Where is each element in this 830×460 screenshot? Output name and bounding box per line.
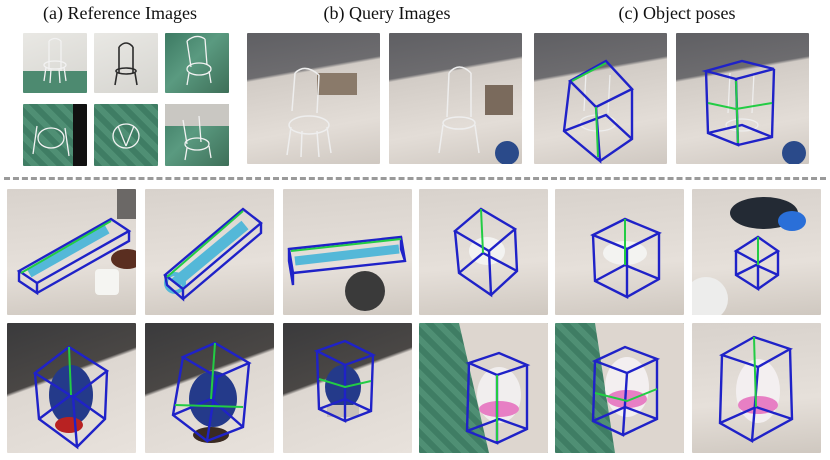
reference-image bbox=[94, 104, 158, 166]
pose-image bbox=[555, 189, 684, 315]
pose-image bbox=[7, 189, 136, 315]
query-image bbox=[247, 33, 380, 164]
pose-image bbox=[145, 323, 274, 453]
pose-image bbox=[692, 189, 821, 315]
caption-object-poses: (c) Object poses bbox=[618, 3, 736, 23]
pose-image bbox=[145, 189, 274, 315]
query-image bbox=[389, 33, 522, 164]
pose-image bbox=[283, 189, 412, 315]
pose-image bbox=[692, 323, 821, 453]
pose-image bbox=[676, 33, 809, 164]
caption-reference-images: (a) Reference Images bbox=[43, 3, 197, 23]
reference-image bbox=[165, 33, 229, 93]
pose-image bbox=[419, 323, 548, 453]
pose-image bbox=[534, 33, 667, 164]
reference-image bbox=[94, 33, 158, 93]
pose-image bbox=[7, 323, 136, 453]
pose-image bbox=[555, 323, 684, 453]
caption-query-images: (b) Query Images bbox=[323, 3, 451, 23]
pose-image bbox=[283, 323, 412, 453]
reference-image bbox=[23, 104, 87, 166]
reference-image bbox=[23, 33, 87, 93]
section-separator bbox=[4, 177, 826, 180]
pose-image bbox=[419, 189, 548, 315]
reference-image bbox=[165, 104, 229, 166]
